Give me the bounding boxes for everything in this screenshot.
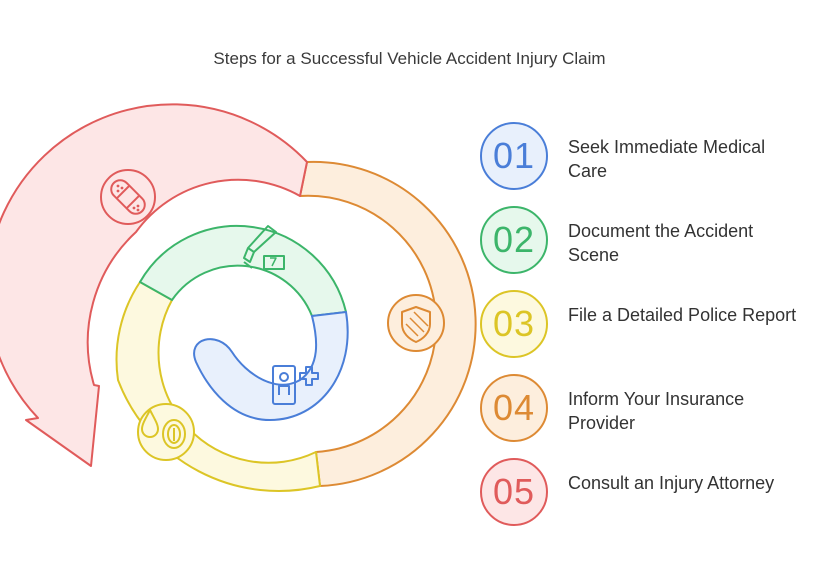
step-number-badge: 03 (480, 290, 548, 358)
step-label: Seek Immediate Medical Care (568, 137, 766, 181)
step-number-badge: 04 (480, 374, 548, 442)
step-2: 02 Document the Accident Scene (480, 206, 810, 278)
ring-segment-insurance (299, 160, 477, 487)
step-5: 05 Consult an Injury Attorney (480, 458, 810, 530)
ring-segment-medical (193, 311, 349, 421)
step-label: Consult an Injury Attorney (568, 473, 775, 493)
step-label: Document the Accident Scene (568, 221, 754, 265)
step-number-badge: 05 (480, 458, 548, 526)
step-label: File a Detailed Police Report (568, 305, 797, 325)
diagram-title: Steps for a Successful Vehicle Accident … (213, 49, 606, 68)
step-1: 01 Seek Immediate Medical Care (480, 122, 810, 194)
step-number-badge: 02 (480, 206, 548, 274)
step-label: Inform Your Insurance Provider (568, 389, 745, 433)
evidence-icon (243, 225, 285, 270)
step-4: 04 Inform Your Insurance Provider (480, 374, 810, 446)
step-number-badge: 01 (480, 122, 548, 190)
ring-segment-attorney (0, 103, 308, 467)
hospital-icon (272, 365, 319, 405)
step-3: 03 File a Detailed Police Report (480, 290, 810, 362)
shield-icon (387, 294, 445, 352)
bandage-icon (100, 169, 156, 225)
fingerprint-icon (137, 403, 195, 461)
ring-segment-document (139, 224, 347, 317)
